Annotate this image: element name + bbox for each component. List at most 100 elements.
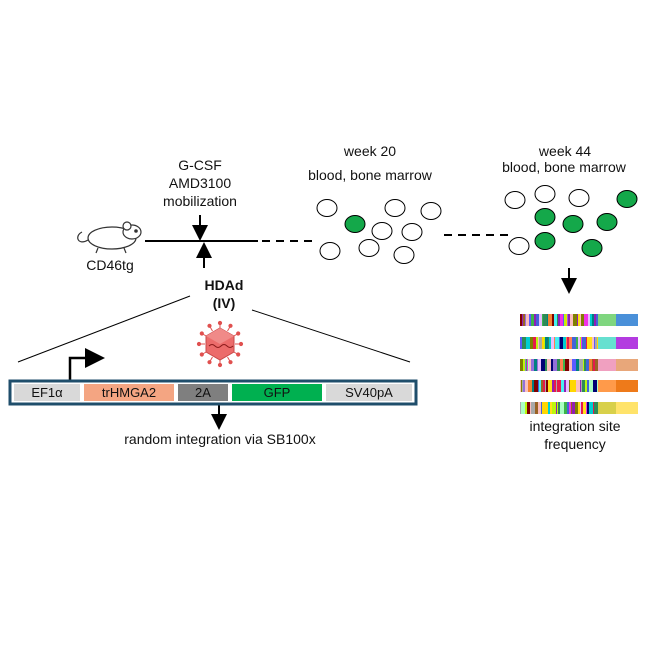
barcode-stripe [554,337,555,349]
barcode-block [616,314,638,326]
barcode-stripe [583,402,586,414]
construct-segment [178,384,228,401]
barcode-block [598,380,616,392]
barcode-stripe [576,337,578,349]
segment-label-ef1a: EF1α [31,385,63,400]
barcode-stripe [526,314,529,326]
zoom-line-left [17,295,191,363]
mouse-label: CD46tg [86,257,134,273]
cell [358,239,380,257]
barcode-stripe [579,359,583,371]
barcode-stripe [529,314,531,326]
barcode-stripe [564,402,567,414]
barcode-stripe [593,380,597,392]
barcode-stripe [583,359,584,371]
barcode-stripe [576,380,580,392]
construct-segment [326,384,412,401]
barcode-stripe [529,359,531,371]
barcode-stripe [564,314,566,326]
barcode-stripe [550,402,552,414]
barcode-stripe [570,314,573,326]
barcode-stripe [560,402,564,414]
barcode-stripe [539,314,542,326]
barcode-stripe [526,337,530,349]
barcode-stripe [547,359,551,371]
barcode-stripe [568,314,570,326]
barcode-stripe [535,402,538,414]
frequency-label: integration site frequency [520,417,630,453]
barcode-stripe [552,314,554,326]
barcode-stripe [537,359,538,371]
barcode-stripe [542,402,544,414]
barcode-stripe [584,314,588,326]
cell [616,190,638,208]
barcode-stripe [589,402,593,414]
treatment-line-3: mobilization [163,193,237,209]
barcode-stripe [580,402,581,414]
barcode-block [616,359,638,371]
barcode-stripe [534,314,536,326]
barcode-stripe [566,314,567,326]
barcode-stripe [530,337,533,349]
barcode-stripe [552,380,554,392]
barcode-stripe [548,314,552,326]
barcode-stripe [523,359,525,371]
virus-spike-tip [199,352,204,357]
barcode-stripe [546,380,548,392]
barcode-stripe [594,314,596,326]
week44-title: week 44 [538,143,592,159]
barcode-stripe [542,337,544,349]
barcode-stripe [573,314,577,326]
cell [401,223,423,241]
barcode-stripe [569,359,572,371]
barcode-stripe [560,314,563,326]
barcode-stripe [520,402,521,414]
cell [420,202,442,220]
barcode-stripe [585,380,587,392]
integration-barcodes [520,314,638,414]
barcode-stripe [548,380,552,392]
barcode-stripe [563,359,565,371]
barcode-stripe [590,337,592,349]
barcode-stripe [534,359,537,371]
cell [581,239,603,257]
barcode-stripe [545,380,546,392]
construct-segment [84,384,174,401]
barcode-stripe [578,337,580,349]
barcode-stripe [541,402,542,414]
barcode-stripe [581,402,583,414]
barcode-stripe [590,314,592,326]
barcode-stripe [581,337,582,349]
barcode-stripe [574,380,576,392]
virus-spike-tip [196,341,202,347]
segment-label-gfp: GFP [263,385,291,400]
barcode-stripe [552,402,556,414]
barcode-block [598,359,616,371]
vector-label: HDAd [204,277,244,293]
barcode-stripe [563,337,566,349]
construct-segment [232,384,322,401]
barcode-stripe [525,380,528,392]
barcode-stripe [525,402,527,414]
barcode-stripe [538,359,541,371]
barcode-stripe [538,337,539,349]
route-label: (IV) [212,295,236,311]
barcode-stripe [595,359,599,371]
barcode-stripe [527,402,530,414]
barcode-stripe [559,337,560,349]
barcode-stripe [544,337,545,349]
week44-tissue: blood, bone marrow [502,159,626,175]
barcode-stripe [557,380,561,392]
barcode-stripe [557,359,560,371]
barcode-stripe [541,359,545,371]
barcode-stripe [569,337,572,349]
barcode-stripe [589,359,592,371]
barcode-stripe [532,380,534,392]
barcode-stripe [531,402,535,414]
barcode-stripe [581,314,584,326]
construct-frame [8,379,418,406]
barcode-stripe [582,337,586,349]
barcode-stripe [561,380,564,392]
barcode-stripe [554,380,556,392]
